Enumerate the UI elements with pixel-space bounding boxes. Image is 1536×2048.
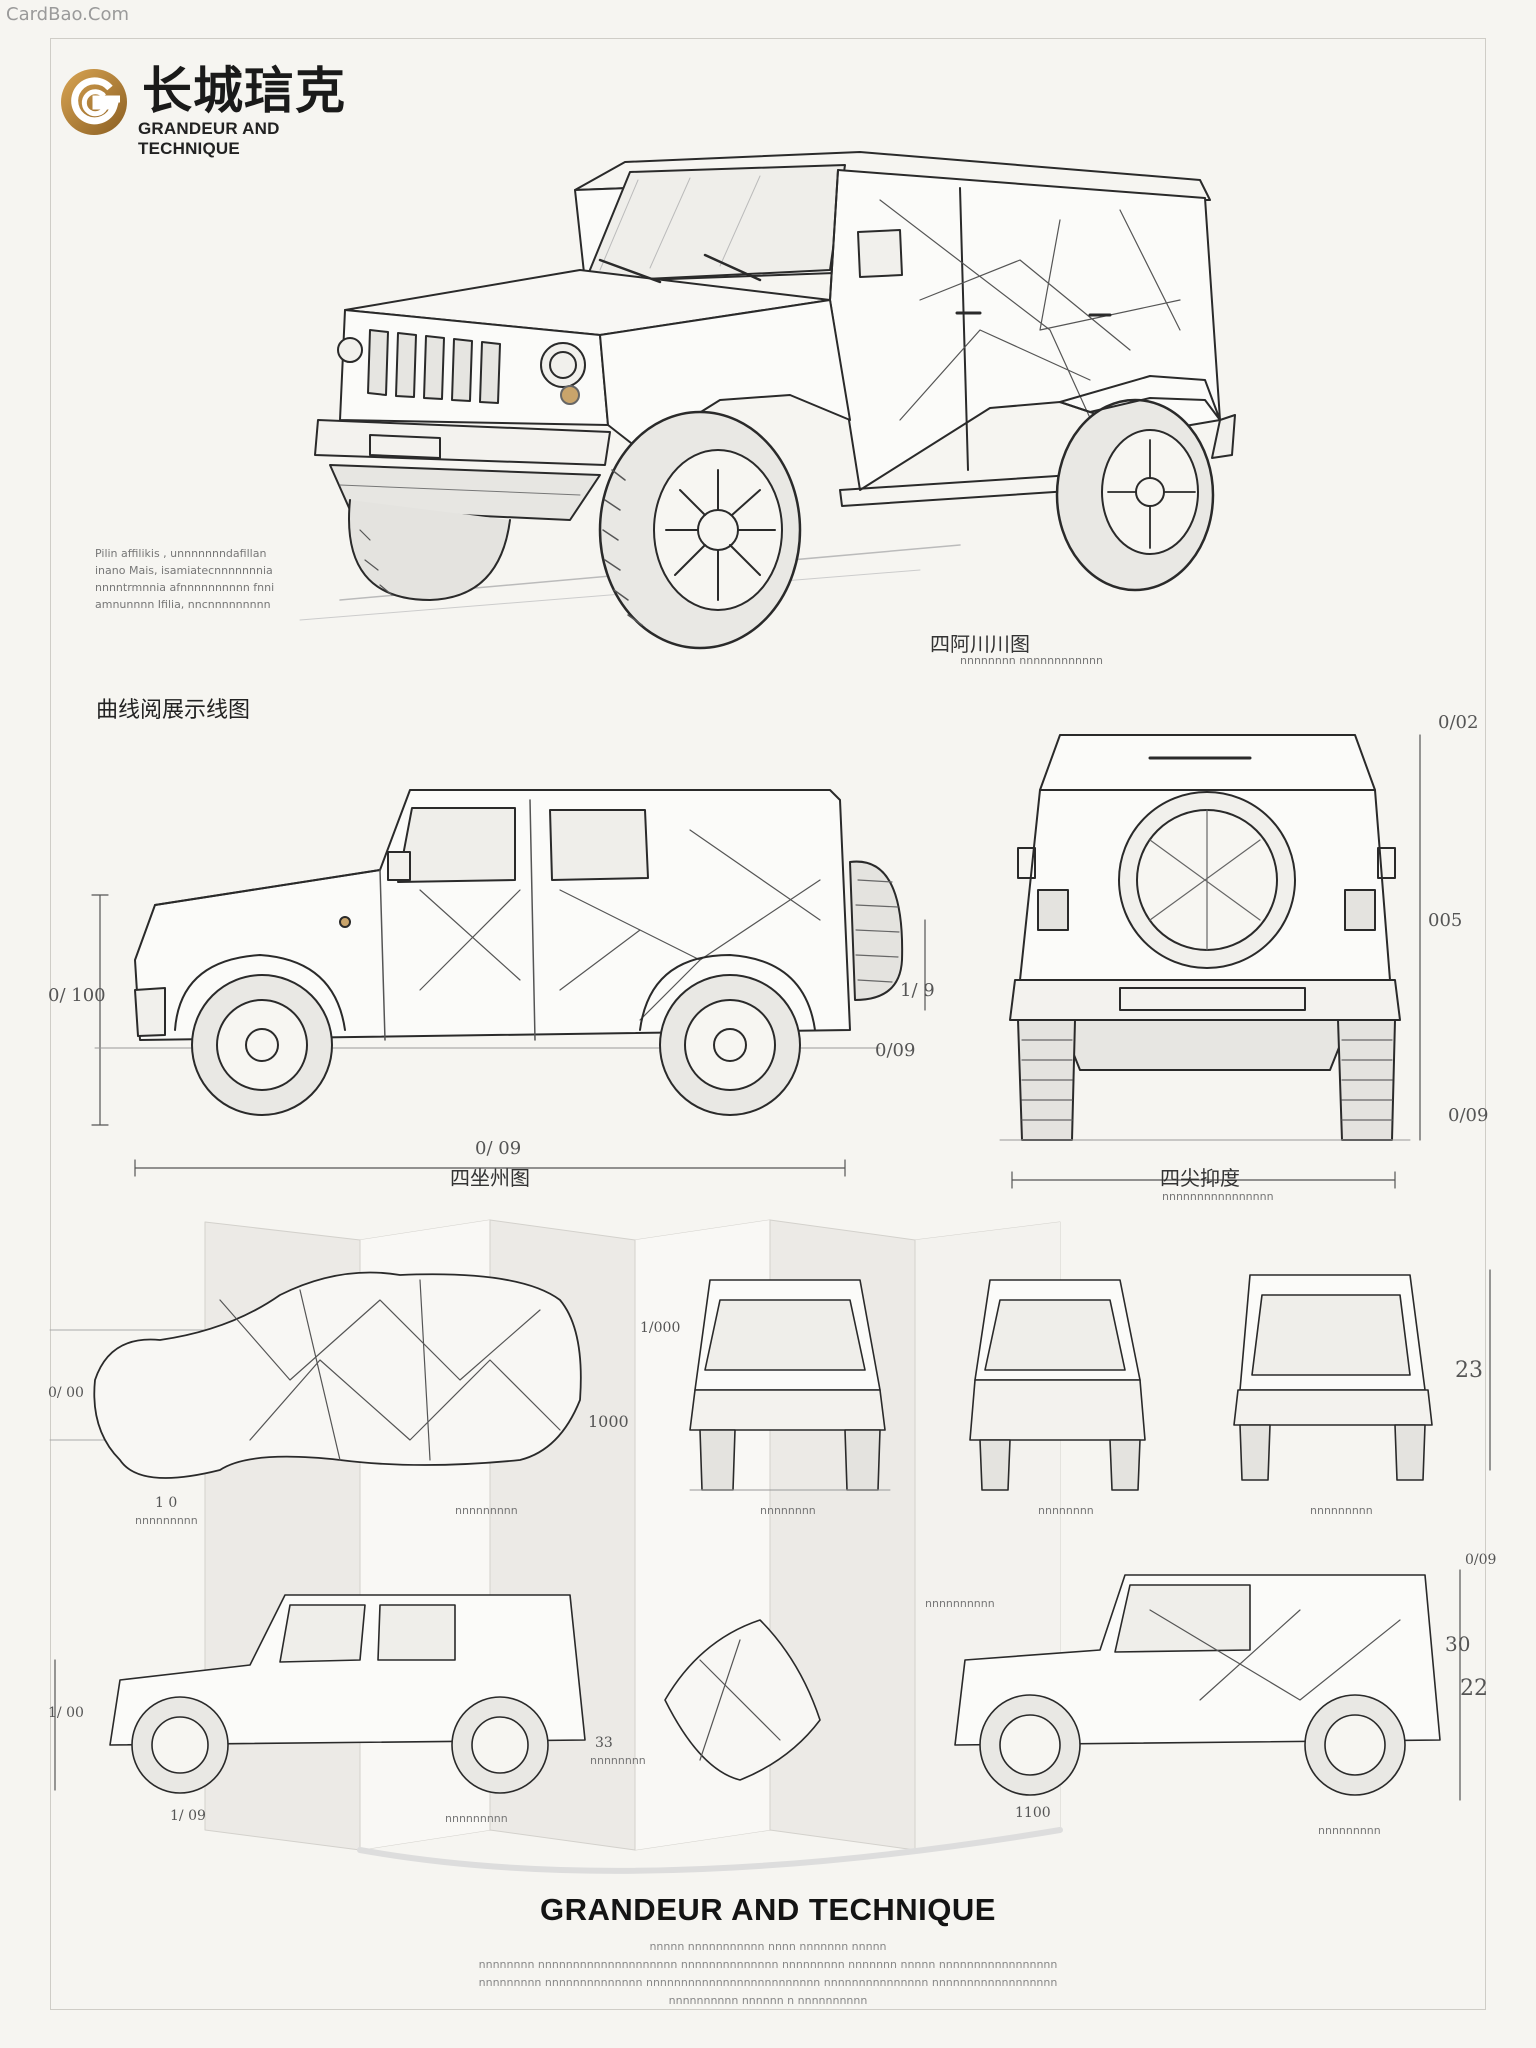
lower-side-view-sketches [54,1569,1461,1801]
panel-sublabel: nnnnnnnnnn [925,1597,995,1610]
hero-note-line: amnunnnn Ifilia, nncnnnnnnnnn [95,598,271,612]
hero-note-line: inano Mais, isamiatecnnnnnnnia [95,564,273,578]
hero-caption-sub: nnnnnnnn nnnnnnnnnnnn [960,654,1103,667]
side-dim-2: 0/09 [875,1040,916,1061]
rear-view-sketch [999,734,1421,1189]
footer-note-line: nnnnnnnnnn nnnnnn n nnnnnnnnnn [668,1994,868,2007]
panel-label: 1/ 09 [170,1808,206,1824]
panel-sublabel: nnnnnnnnn [135,1514,198,1527]
section-title: 曲线阅展示线图 [96,697,251,722]
panel-label: 1/ 00 [48,1705,84,1721]
panel-sublabel: nnnnnnnnn [1310,1504,1373,1517]
hero-notes: Pilin affilikis , unnnnnnndafillan inano… [95,545,274,613]
hero-note-line: nnnntrmnnia afnnnnnnnnnn fnni [95,581,275,595]
footer-note-line: nnnnn nnnnnnnnnnn nnnn nnnnnnn nnnnn [649,1940,887,1953]
panel-label: 1/000 [640,1320,681,1336]
rear-view-caption-sub: nnnnnnnnnnnnnnnn [1162,1190,1274,1203]
panel-sublabel: nnnnnnnn [1038,1504,1094,1517]
panel-sublabel: nnnnnnnnn [445,1812,508,1825]
page-frame [50,38,1486,2010]
side-dim-1: 1/ 9 [900,980,935,1001]
rear-dim-mid: 005 [1428,910,1463,931]
brand-tagline: GRANDEUR AND TECHNIQUE [138,119,280,158]
footer-note-line: nnnnnnnnn nnnnnnnnnnnnnn nnnnnnnnnnnnnnn… [478,1976,1058,1989]
panel-label: 30 [1445,1632,1471,1656]
side-view-caption: 四坐州图 [450,1168,530,1190]
footer-note-line: nnnnnnnn nnnnnnnnnnnnnnnnnnnn nnnnnnnnnn… [478,1958,1058,1971]
rear-view-caption: 四尖抑度 [1160,1168,1240,1190]
footer-title: GRANDEUR AND TECHNIQUE [540,1892,996,1927]
hero-note-line: Pilin affilikis , unnnnnnndafillan [95,547,267,560]
hero-vehicle-sketch [299,151,1236,650]
panel-label: 1100 [1015,1805,1051,1821]
panel-label: 0/ 00 [48,1385,84,1401]
front-view-sketches [689,1269,1491,1491]
panel-sublabel: nnnnnnnn [760,1504,816,1517]
side-height-label: 0/ 100 [48,985,106,1006]
side-view-sketch [91,789,926,1177]
panel-label: 33 [595,1735,613,1751]
panel-label: 1 0 [155,1495,178,1511]
hero-caption: 四阿川川图 [930,634,1030,656]
panel-label: 1000 [588,1412,629,1431]
watermark: CardBao.Com [6,4,130,25]
rear-dim-top: 0/02 [1438,712,1479,733]
brand-name: 长城琂克 [142,63,346,119]
panel-sublabel: nnnnnnnn [590,1754,646,1767]
brand-logo: 长城琂克 GRANDEUR AND TECHNIQUE [58,63,378,158]
side-length-label: 0/ 09 [475,1138,522,1159]
brand-logo-icon [61,69,127,135]
panel-label: 22 [1460,1676,1488,1701]
panel-label: 0/09 [1465,1552,1497,1568]
rear-dim-bottom: 0/09 [1448,1105,1489,1126]
panel-label: 23 [1455,1358,1483,1383]
panel-sublabel: nnnnnnnnn [455,1504,518,1517]
panel-sublabel: nnnnnnnnn [1318,1824,1381,1837]
abstract-body-sketch [49,1271,582,1479]
